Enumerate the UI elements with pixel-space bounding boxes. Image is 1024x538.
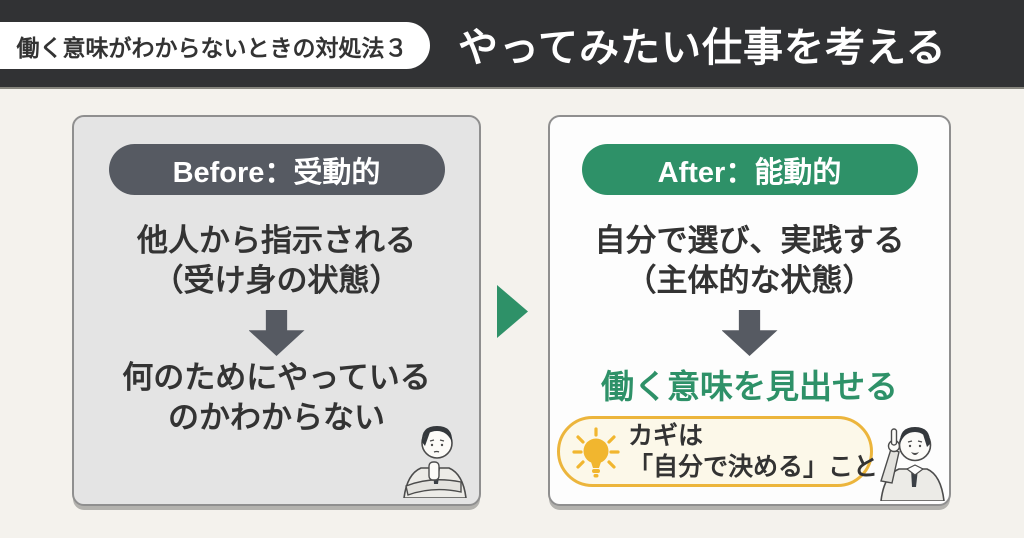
before-pill-label: Before：受動的 [108, 144, 445, 195]
before-state-line1: 他人から指示される [137, 223, 416, 258]
lightbulb-icon [572, 426, 620, 477]
before-result-text: 何のためにやっている のかわからない [74, 358, 479, 438]
after-result-text: 働く意味を見出せる [601, 368, 898, 405]
keypoint-box: カギは 「自分で決める」こと [557, 416, 878, 487]
after-state-text: 自分で選び、実践する （主体的な状態） [550, 221, 949, 301]
keypoint-line1: カギは [628, 421, 704, 450]
header-badge: 働く意味がわからないときの対処法３ [0, 22, 430, 69]
before-result-line1: 何のためにやっている [122, 360, 431, 395]
after-pill-label: After：能動的 [581, 144, 918, 195]
thinking-man-illustration [403, 426, 467, 498]
after-state-line1: 自分で選び、実践する [594, 223, 905, 258]
pointing-man-illustration [880, 427, 945, 501]
down-arrow-icon [248, 310, 305, 356]
keypoint-line2: 「自分で決める」こと [628, 452, 879, 481]
header-badge-label: 働く意味がわからないときの対処法３ [16, 34, 408, 61]
before-state-text: 他人から指示される （受け身の状態） [74, 221, 479, 301]
before-state-line2: （受け身の状態） [152, 263, 401, 298]
header: 働く意味がわからないときの対処法３ やってみたい仕事を考える [0, 0, 1024, 89]
before-panel: Before：受動的 他人から指示される （受け身の状態） 何のためにやっている… [72, 115, 481, 506]
after-panel: After：能動的 自分で選び、実践する （主体的な状態） 働く意味を見出せる [548, 115, 951, 506]
page-title: やってみたい仕事を考える [458, 25, 947, 70]
after-state-line2: （主体的な状態） [625, 263, 874, 298]
transition-arrow-icon [497, 285, 528, 338]
keypoint-text: カギは 「自分で決める」こと [628, 421, 878, 483]
before-result-line2: のかわからない [168, 400, 385, 435]
down-arrow-icon [721, 310, 778, 356]
